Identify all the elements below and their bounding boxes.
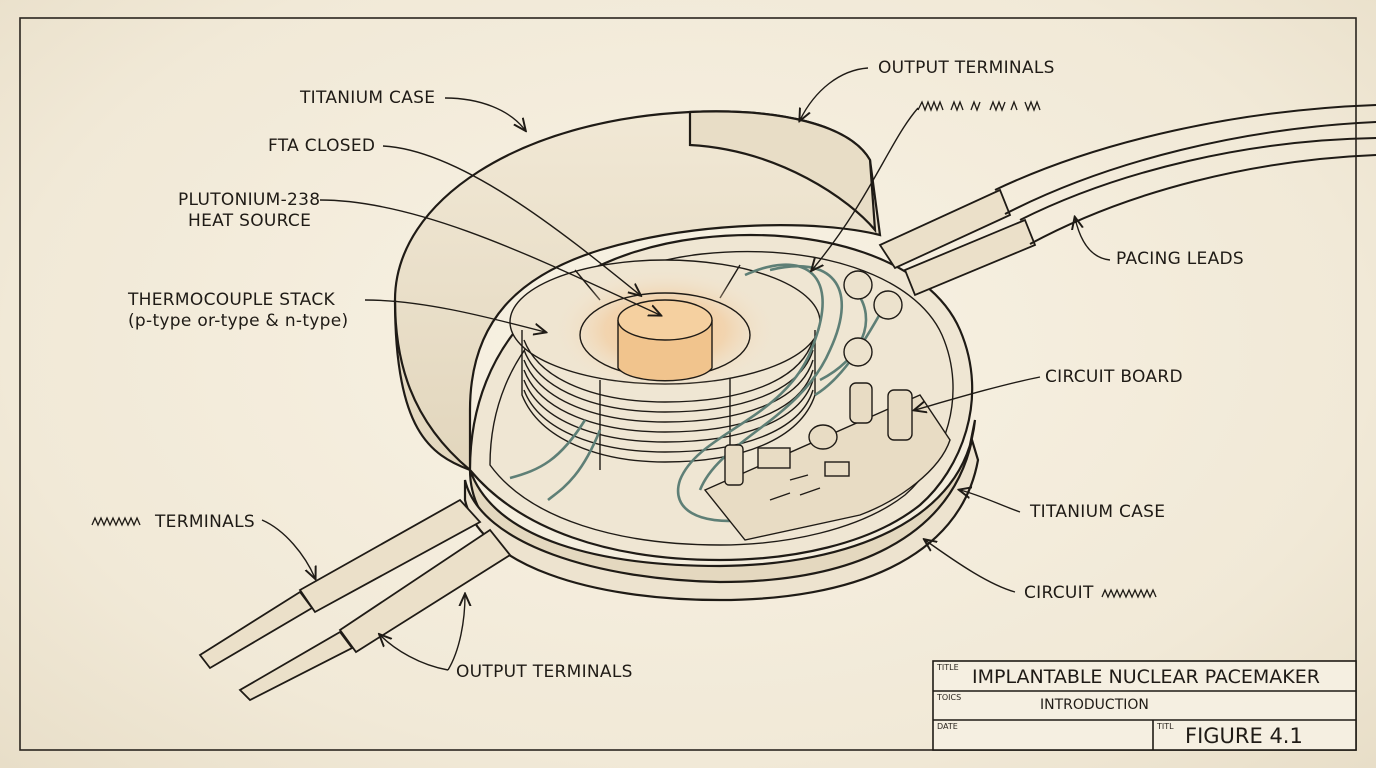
label-output-terminals-top: OUTPUT TERMINALS — [878, 58, 1055, 78]
label-thermocouple-stack: THERMOCOUPLE STACK — [128, 290, 335, 310]
label-terminals-left: TERMINALS — [155, 512, 255, 532]
output-terminal-leads — [198, 498, 512, 702]
label-circuit-right: CIRCUIT — [1024, 583, 1094, 603]
thermocouple-stack — [509, 259, 821, 470]
topics-value: INTRODUCTION — [1040, 697, 1149, 713]
label-heat-source: HEAT SOURCE — [188, 211, 312, 231]
label-fta-closed: FTA CLOSED — [268, 136, 376, 156]
leader-lines — [261, 67, 1111, 671]
label-thermocouple-types: (p-type or-type & n-type) — [128, 311, 349, 331]
title-text: IMPLANTABLE NUCLEAR PACEMAKER — [972, 666, 1320, 688]
label-plutonium-238: PLUTONIUM-238 — [178, 190, 321, 210]
label-circuit-board: CIRCUIT BOARD — [1045, 367, 1183, 387]
title-block-frame — [932, 660, 1357, 751]
title-caption: TITLE — [937, 663, 959, 672]
circuit-board — [703, 270, 951, 541]
label-output-terminals-bottom: OUTPUT TERMINALS — [456, 662, 633, 682]
figure-number: FIGURE 4.1 — [1185, 724, 1303, 748]
label-titanium-case-top: TITANIUM CASE — [300, 88, 436, 108]
page-border — [19, 17, 1357, 751]
label-titanium-case-right: TITANIUM CASE — [1030, 502, 1166, 522]
figure-caption: TITL — [1157, 722, 1174, 731]
date-caption: DATE — [937, 722, 958, 731]
label-pacing-leads: PACING LEADS — [1116, 249, 1244, 269]
topics-caption: TOICS — [937, 693, 962, 702]
